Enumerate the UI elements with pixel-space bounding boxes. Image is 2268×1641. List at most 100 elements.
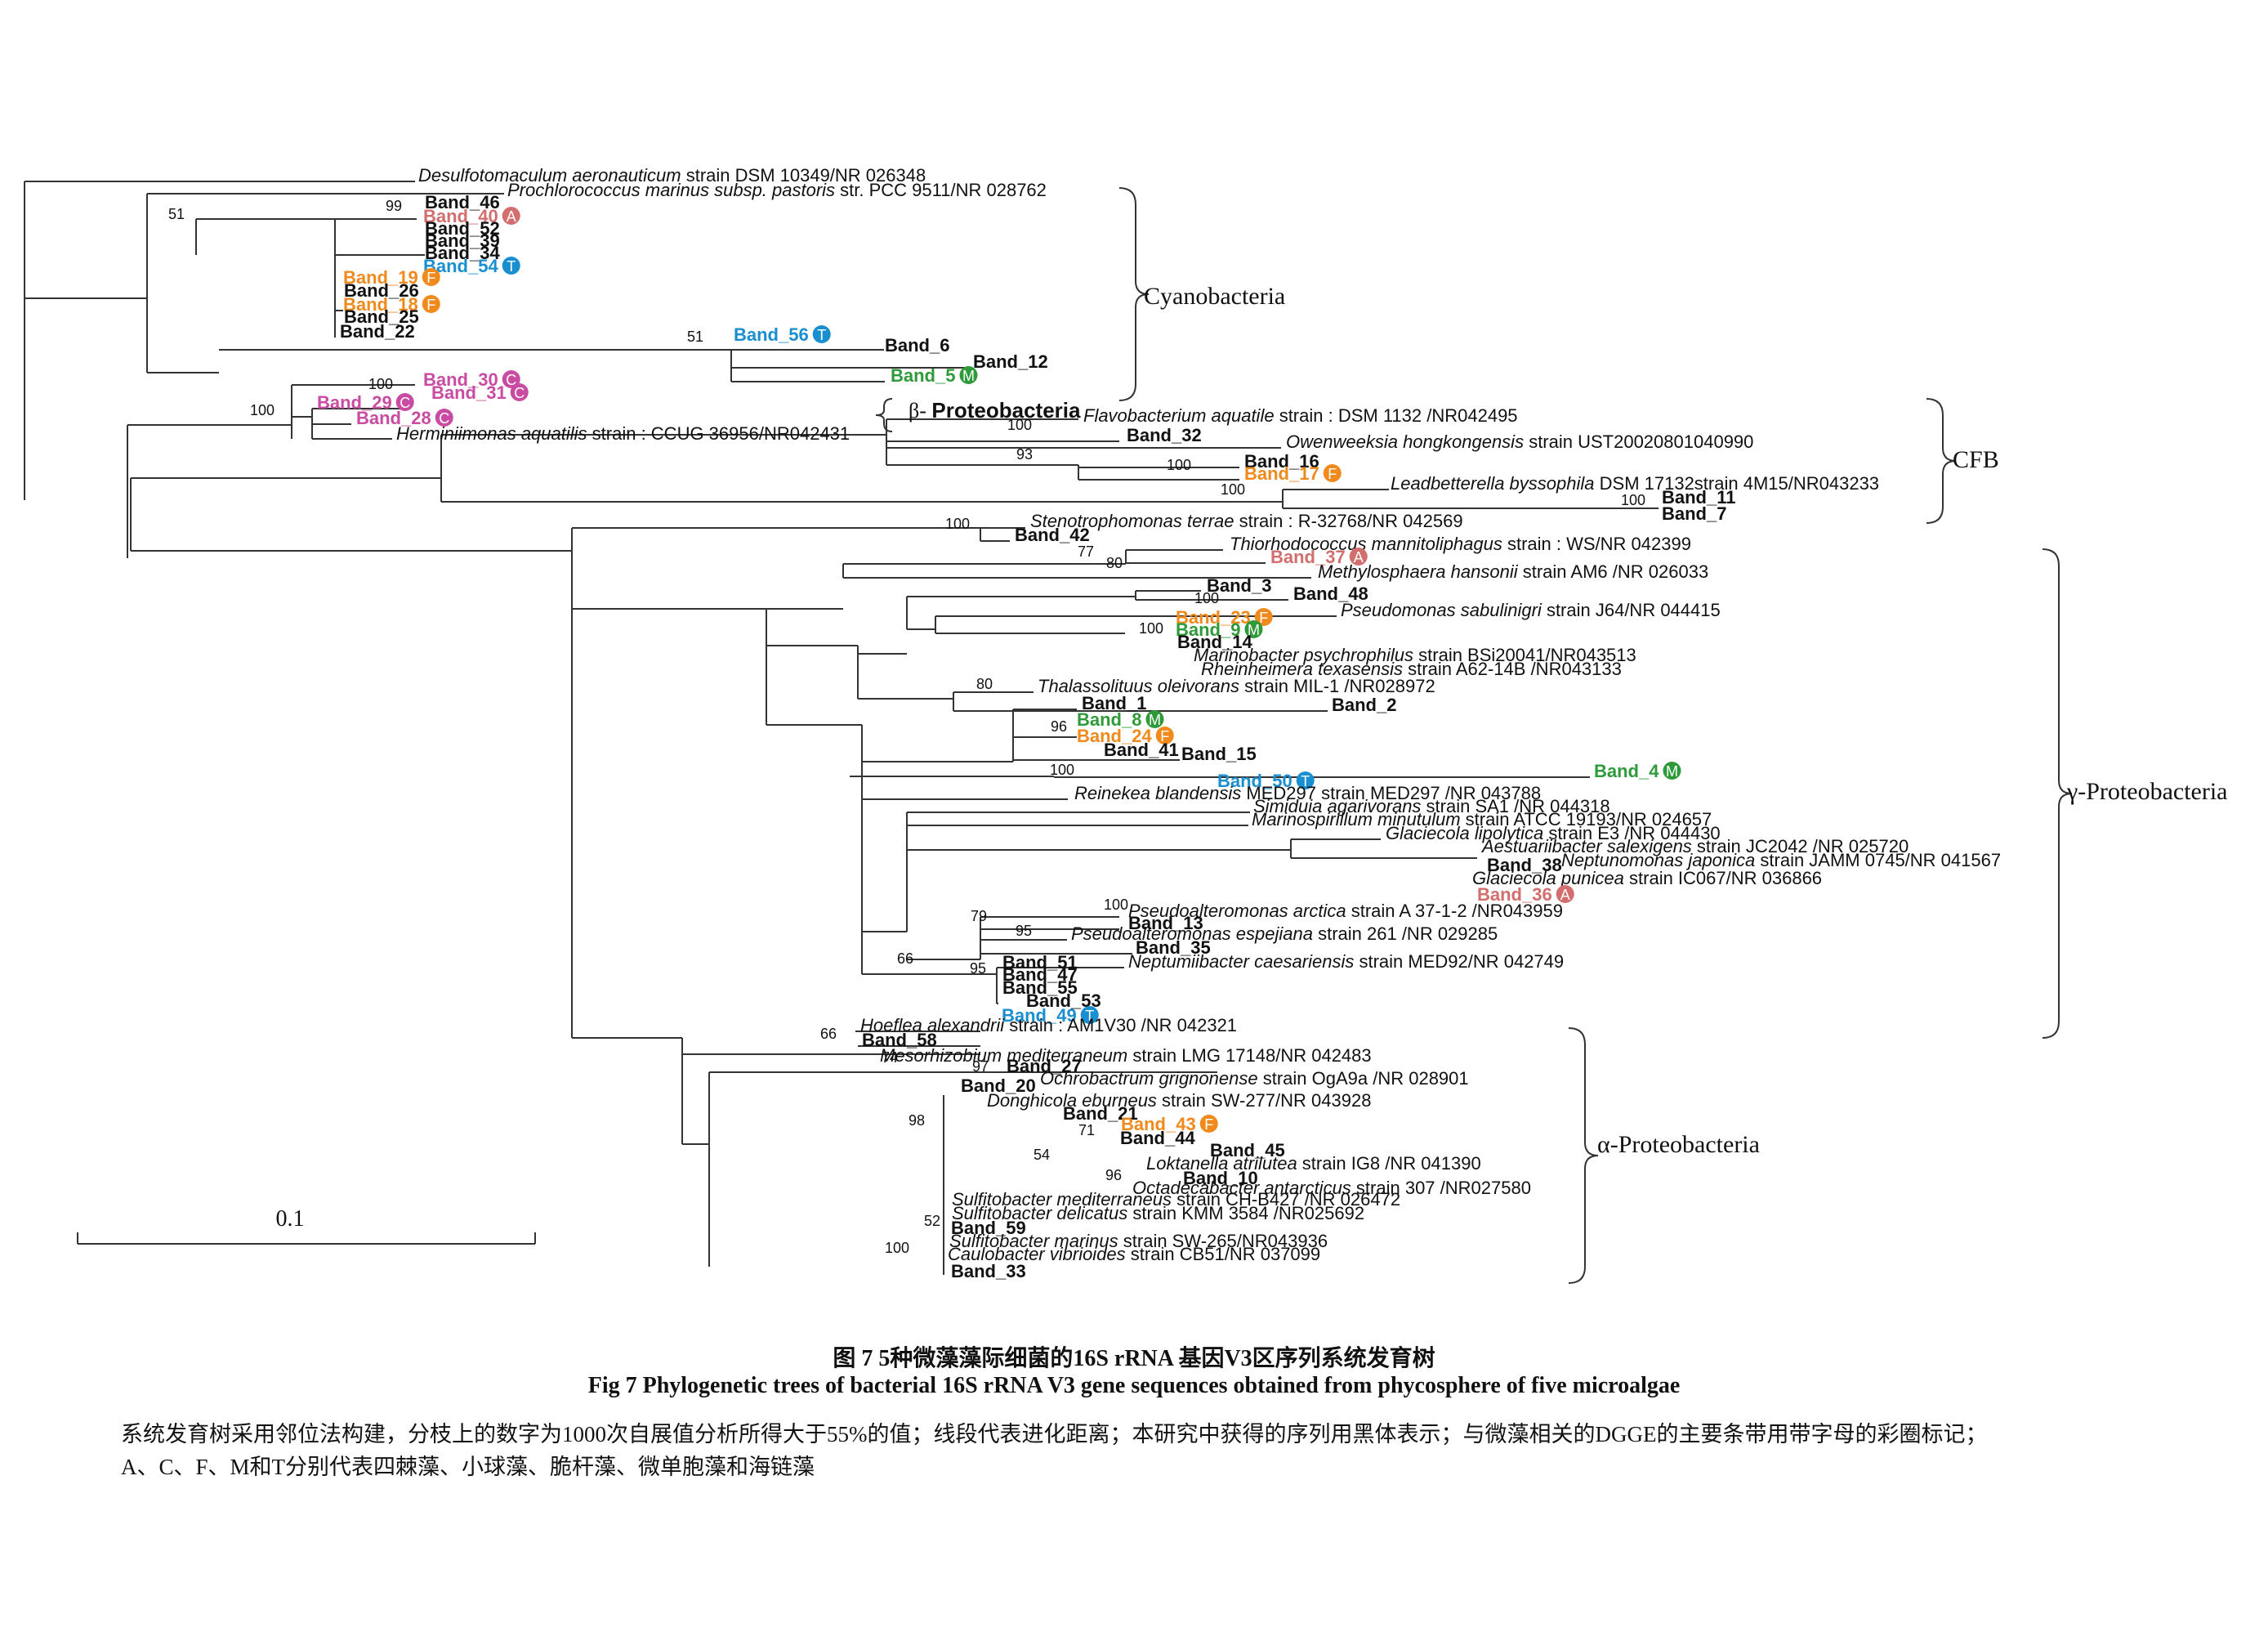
leaf-label: Thalassolituus oleivorans strain MIL-1 /… [1038, 676, 1435, 696]
bootstrap-value: 77 [1078, 543, 1094, 560]
leaf-label: Band_55 [1002, 977, 1078, 998]
leaf-label: Octadecabacter antarcticus strain 307 /N… [1132, 1178, 1531, 1198]
bootstrap-value: 100 [1221, 481, 1245, 498]
leaf-label: Band_27 [1007, 1056, 1082, 1076]
group-marker-letter: T [1085, 1008, 1094, 1024]
group-marker-letter: M [1149, 712, 1161, 728]
leaf-label: Caulobacter vibrioides strain CB51/NR 03… [948, 1244, 1320, 1264]
bootstrap-value: 100 [885, 1240, 909, 1256]
bootstrap-value: 100 [945, 516, 970, 532]
group-marker-letter: T [1301, 773, 1310, 789]
group-marker-F [1323, 464, 1342, 482]
bootstrap-value: 96 [1051, 718, 1067, 735]
group-marker-letter: M [1666, 763, 1678, 780]
group-marker-letter: M [1248, 622, 1260, 638]
leaf-label: Band_36 [1477, 884, 1552, 905]
group-marker-letter: F [426, 270, 435, 286]
leaf-label: Band_39 [425, 230, 500, 251]
leaf-label: Band_12 [973, 351, 1048, 372]
leaf-label: Leadbetterella byssophila DSM 17132strai… [1391, 473, 1879, 494]
clade-brace [2042, 548, 2073, 1039]
group-marker-F [1254, 608, 1273, 626]
leaf-label: Band_30 [423, 369, 498, 390]
leaf-label: Band_16 [1244, 451, 1319, 472]
bootstrap-value: 74 [882, 1049, 898, 1066]
leaf-label: Marinobacter psychrophilus strain BSi200… [1194, 645, 1636, 665]
group-marker-letter: A [1354, 549, 1364, 566]
scale-bar-label: 0.1 [276, 1206, 305, 1232]
group-marker-letter: F [1160, 728, 1169, 744]
bootstrap-value: 95 [970, 960, 986, 977]
leaf-label: Band_5 [891, 365, 955, 386]
group-marker-letter: M [962, 368, 975, 384]
group-marker-F [422, 295, 440, 313]
bootstrap-value: 98 [909, 1112, 925, 1129]
bootstrap-value: 66 [820, 1026, 837, 1042]
group-marker-letter: A [1560, 887, 1570, 903]
leaf-label: Band_58 [862, 1030, 937, 1050]
group-marker-letter: C [400, 395, 410, 411]
leaf-label: Band_45 [1210, 1140, 1285, 1160]
leaf-label: Desulfotomaculum aeronauticum strain DSM… [418, 165, 926, 186]
bootstrap-value: 54 [1034, 1147, 1050, 1163]
leaf-label: Reinekea blandensis MED297 strain MED297… [1074, 783, 1541, 803]
leaf-label: Band_35 [1136, 937, 1211, 958]
bootstrap-value: 80 [976, 676, 993, 692]
leaf-label: Pseudoalteromonas espejiana strain 261 /… [1071, 923, 1498, 944]
leaf-label: Band_33 [951, 1261, 1026, 1281]
leaf-label: Band_11 [1662, 487, 1736, 508]
leaf-label: Prochlorococcus marinus subsp. pastoris … [507, 180, 1047, 200]
leaf-label: Band_21 [1063, 1103, 1138, 1124]
group-marker-letter: T [817, 327, 826, 343]
leaf-label: Band_46 [425, 192, 500, 212]
group-marker-C [395, 393, 414, 411]
group-marker-M [1244, 620, 1263, 638]
leaf-label: Sulfitobacter delicatus strain KMM 3584 … [952, 1203, 1364, 1223]
group-marker-letter: A [507, 208, 516, 225]
leaf-label: Band_26 [344, 280, 419, 301]
leaf-label: Band_38 [1487, 855, 1562, 875]
leaf-label: Band_4 [1594, 761, 1659, 781]
leaf-label: Band_8 [1077, 709, 1141, 730]
clade-label-gamma: γ-Proteobacteria [2066, 778, 2228, 805]
bootstrap-value: 93 [1016, 446, 1033, 463]
clade-label-cyano: Cyanobacteria [1144, 283, 1285, 310]
group-marker-M [959, 366, 978, 384]
leaf-label: Band_19 [343, 267, 418, 288]
clade-brace [1118, 187, 1150, 401]
bootstrap-value: 100 [1007, 417, 1032, 433]
figure-note-line-1: 系统发育树采用邻位法构建，分枝上的数字为1000次自展值分析所得大于55%的值；… [121, 1422, 1988, 1446]
leaf-label: Band_3 [1207, 575, 1271, 596]
leaf-label: Marinospirillum minutulum strain ATCC 19… [1252, 809, 1712, 829]
group-marker-T [502, 257, 520, 275]
leaf-label: Band_18 [343, 294, 418, 315]
group-marker-letter: F [426, 297, 435, 313]
leaf-label: Band_37 [1270, 547, 1346, 567]
bootstrap-value: 79 [971, 908, 987, 924]
leaf-label: Thiorhodococcus mannitoliphagus strain :… [1230, 534, 1691, 554]
leaf-label: Neptunomonas japonica strain JAMM 0745/N… [1561, 850, 2001, 870]
leaf-label: Pseudoalteromonas arctica strain A 37-1-… [1128, 901, 1563, 921]
leaf-label: Herminiimonas aquatilis strain : CCUG 36… [396, 423, 850, 444]
leaf-label: Owenweeksia hongkongensis strain UST2002… [1286, 431, 1753, 452]
leaf-label: Band_13 [1128, 913, 1203, 933]
leaf-label: Band_48 [1293, 584, 1368, 604]
clade-label-beta: β- Proteobacteria [909, 398, 1081, 423]
figure-caption-chinese: 图 7 5种微藻藻际细菌的16S rRNA 基因V3区序列系统发育树 [833, 1346, 1435, 1371]
leaf-label: Glaciecola punicea strain IC067/NR 03686… [1472, 868, 1822, 888]
group-marker-letter: C [514, 385, 525, 401]
bootstrap-value: 100 [250, 402, 275, 418]
group-marker-T [1080, 1006, 1099, 1024]
leaf-label: Band_43 [1121, 1114, 1196, 1134]
leaf-label: Band_29 [317, 392, 392, 413]
leaf-label: Band_2 [1332, 695, 1396, 715]
leaf-label: Band_44 [1120, 1128, 1195, 1148]
clade-label-cfb: CFB [1953, 446, 1999, 473]
figure-note: 系统发育树采用邻位法构建，分枝上的数字为1000次自展值分析所得大于55%的值；… [121, 1418, 2212, 1483]
leaf-label: Band_23 [1176, 607, 1251, 628]
bootstrap-value: 100 [1104, 897, 1128, 913]
bootstrap-value: 100 [1194, 590, 1219, 606]
bootstrap-value: 100 [1050, 762, 1074, 778]
bootstrap-value: 52 [924, 1213, 940, 1229]
